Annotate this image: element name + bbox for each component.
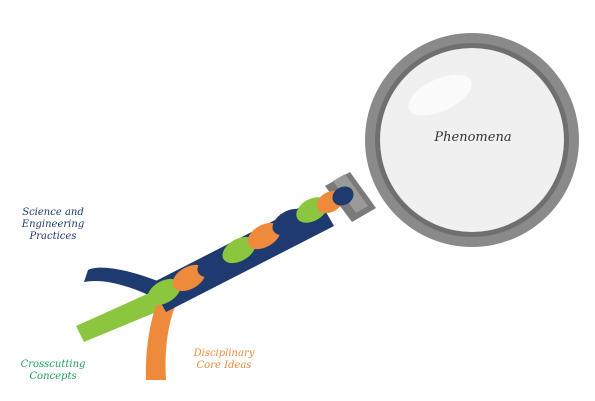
label-line: Crosscutting <box>10 359 96 371</box>
disciplinary-core-ideas-label: Disciplinary Core Ideas <box>176 348 272 372</box>
label-line: Core Ideas <box>176 360 272 372</box>
label-line: Practices <box>8 231 98 243</box>
label-line: Science and <box>8 207 98 219</box>
phenomena-label: Phenomena <box>398 130 548 145</box>
label-line: Engineering <box>8 219 98 231</box>
label-line: Concepts <box>10 371 96 383</box>
crosscutting-concepts-label: Crosscutting Concepts <box>10 359 96 383</box>
label-line: Disciplinary <box>176 348 272 360</box>
science-engineering-practices-label: Science and Engineering Practices <box>8 207 98 243</box>
braided-rope <box>143 183 357 312</box>
